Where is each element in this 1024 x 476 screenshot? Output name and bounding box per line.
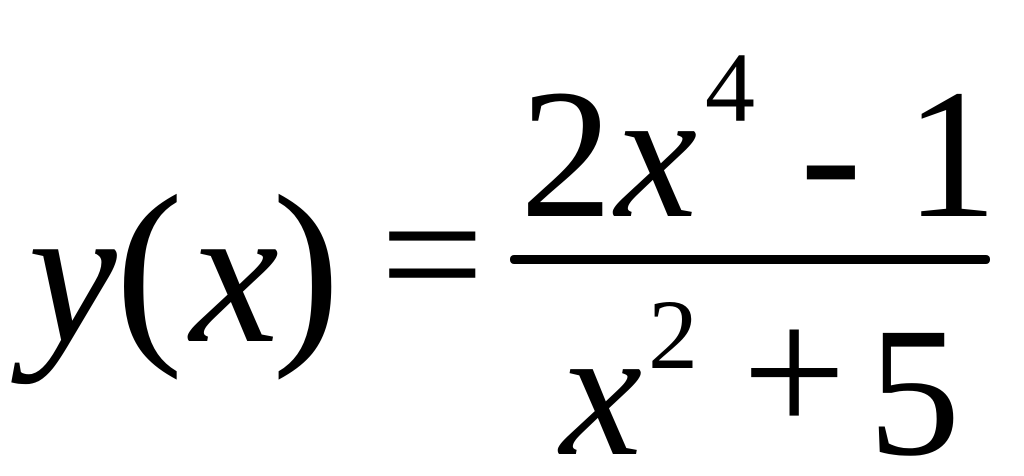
fraction-bar <box>510 255 990 264</box>
denominator-exponent: 2 <box>648 279 698 390</box>
denominator-variable: x <box>560 290 643 476</box>
numerator-minus-sign: - <box>800 52 862 257</box>
numerator-exponent: 4 <box>705 32 755 143</box>
function-name-y: y <box>28 164 117 385</box>
close-paren: ) <box>272 154 341 381</box>
argument-x: x <box>190 164 279 385</box>
open-paren: ( <box>115 154 184 381</box>
numerator-variable: x <box>615 52 698 257</box>
equals-sign: = <box>380 152 485 357</box>
denominator-plus-sign: + <box>742 270 847 475</box>
numerator-constant: 1 <box>905 52 998 257</box>
denominator-constant: 5 <box>868 290 961 476</box>
numerator-coefficient: 2 <box>520 52 613 257</box>
